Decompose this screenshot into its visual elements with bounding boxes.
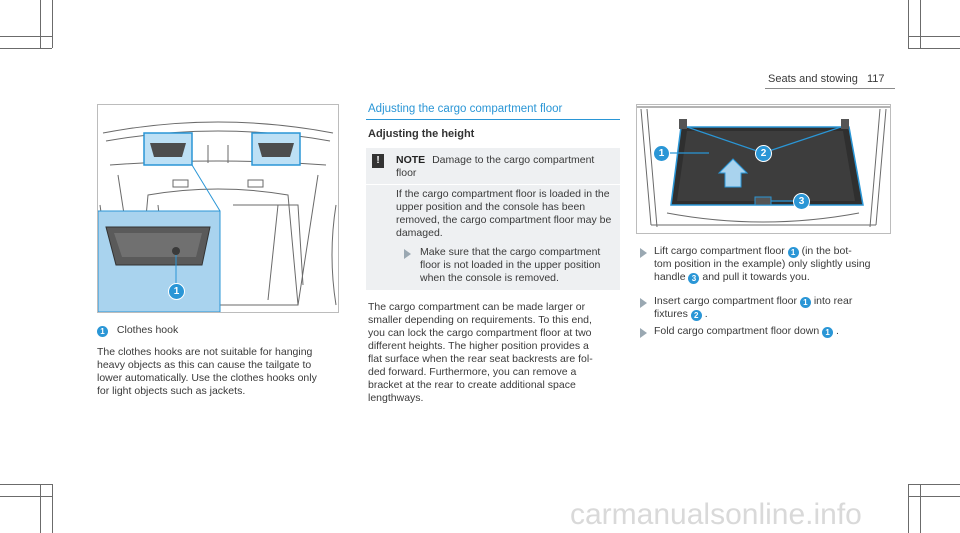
crop-mark (52, 484, 53, 533)
figure-clothes-hook: 1 (97, 104, 339, 313)
text-line: for light objects such as jackets. (97, 385, 246, 397)
header-rule (765, 88, 895, 89)
note-heading: NOTE Damage to the cargo compartment flo… (396, 154, 616, 180)
note-body: If the cargo compartment floor is loaded… (396, 188, 616, 240)
note-line1: Damage to the cargo compartment (432, 154, 595, 166)
step-text: and pull it towards you. (702, 271, 810, 283)
step-badge: 1 (822, 327, 834, 338)
text-line: lower automatically. Use the clothes hoo… (97, 372, 317, 384)
crop-mark (40, 0, 41, 48)
step-badge: 1 (799, 297, 811, 308)
callout-label: 3 (798, 196, 805, 207)
crop-mark (0, 36, 52, 37)
text-line: lengthways. (368, 392, 424, 404)
crop-mark (0, 484, 52, 485)
step-badge: 2 (690, 310, 702, 321)
tailgate-illustration (98, 121, 337, 312)
figure-callout-1: 1 (653, 145, 670, 162)
note-action: Make sure that the cargo compartment flo… (420, 246, 616, 285)
callout-label: 1 (658, 148, 665, 159)
figure-callout-2: 2 (755, 145, 772, 162)
step-text: into rear (813, 295, 853, 307)
step-2: Insert cargo compartment floor 1 into re… (654, 295, 894, 321)
text-line: bracket at the rear to create additional… (368, 379, 576, 391)
text-line: different heights. The higher position p… (368, 340, 589, 352)
header-section: Seats and stowing (768, 73, 858, 85)
step-arrow-icon (640, 328, 647, 338)
crop-mark (920, 0, 921, 48)
page-number: 117 (866, 73, 885, 85)
text-line: The cargo compartment can be made larger… (368, 301, 586, 313)
text-line: The clothes hooks are not suitable for h… (97, 346, 313, 358)
text-line: when the console is removed. (420, 272, 559, 284)
step-arrow-icon (640, 298, 647, 308)
section-rule (366, 119, 620, 120)
text-line: ded forward. Furthermore, you can remove… (368, 366, 577, 378)
callout-label: 1 (173, 286, 180, 297)
crop-mark (908, 496, 960, 497)
note-box: ! NOTE Damage to the cargo compartment f… (366, 148, 620, 290)
figure-caption: 1 Clothes hook (97, 324, 178, 337)
middle-paragraph: The cargo compartment can be made larger… (368, 301, 622, 405)
figure-callout-3: 3 (793, 193, 810, 210)
note-label: NOTE (396, 154, 426, 166)
note-line2: floor (396, 167, 417, 179)
text-line: floor is not loaded in the upper positio… (420, 259, 601, 271)
step-text: (in the bot- (801, 245, 852, 257)
crop-mark (908, 484, 960, 485)
action-arrow-icon (404, 249, 411, 259)
step-text: tom position in the example) only slight… (654, 258, 871, 270)
figure-callout-1: 1 (168, 283, 185, 300)
crop-mark (908, 36, 960, 37)
text-line: Make sure that the cargo compartment (420, 246, 601, 258)
step-badge: 1 (787, 247, 799, 258)
left-paragraph: The clothes hooks are not suitable for h… (97, 346, 342, 398)
note-divider (366, 184, 620, 185)
text-line: If the cargo compartment floor is loaded… (396, 188, 610, 200)
cargo-illustration (637, 106, 890, 228)
step-text: Fold cargo compartment floor down (654, 325, 820, 337)
crop-mark (920, 484, 921, 533)
step-text: . (836, 325, 839, 337)
text-line: upper position and the console has been (396, 201, 586, 213)
crop-mark (52, 0, 53, 48)
step-1: Lift cargo compartment floor 1 (in the b… (654, 245, 894, 284)
text-line: you can lock the cargo compartment floor… (368, 327, 592, 339)
caption-badge: 1 (97, 326, 108, 337)
caption-text: Clothes hook (116, 324, 179, 336)
step-text: Insert cargo compartment floor (654, 295, 797, 307)
crop-mark (908, 0, 909, 48)
step-3: Fold cargo compartment floor down 1 . (654, 325, 894, 338)
crop-mark (40, 484, 41, 533)
callout-label: 2 (760, 148, 767, 159)
step-text: Lift cargo compartment floor (654, 245, 785, 257)
step-text: handle (654, 271, 686, 283)
text-line: smaller depending on requirements. To th… (368, 314, 592, 326)
running-header: Seats and stowing 117 (768, 73, 885, 85)
section-title: Adjusting the cargo compartment floor (368, 103, 563, 115)
warning-icon: ! (372, 154, 384, 168)
step-arrow-icon (640, 248, 647, 258)
crop-mark (908, 48, 960, 49)
watermark: carmanualsonline.info (570, 498, 862, 531)
text-line: damaged. (396, 227, 443, 239)
sub-title: Adjusting the height (368, 128, 475, 140)
crop-mark (0, 48, 52, 49)
text-line: flat surface when the rear seat backrest… (368, 353, 593, 365)
text-line: removed, the cargo compartment floor may… (396, 214, 612, 226)
text-line: heavy objects as this can cause the tail… (97, 359, 312, 371)
figure-cargo-floor: 1 2 3 (636, 104, 891, 234)
step-badge: 3 (688, 273, 700, 284)
step-text: fixtures (654, 308, 688, 320)
crop-mark (0, 496, 52, 497)
crop-mark (908, 484, 909, 533)
step-text: . (704, 308, 708, 320)
